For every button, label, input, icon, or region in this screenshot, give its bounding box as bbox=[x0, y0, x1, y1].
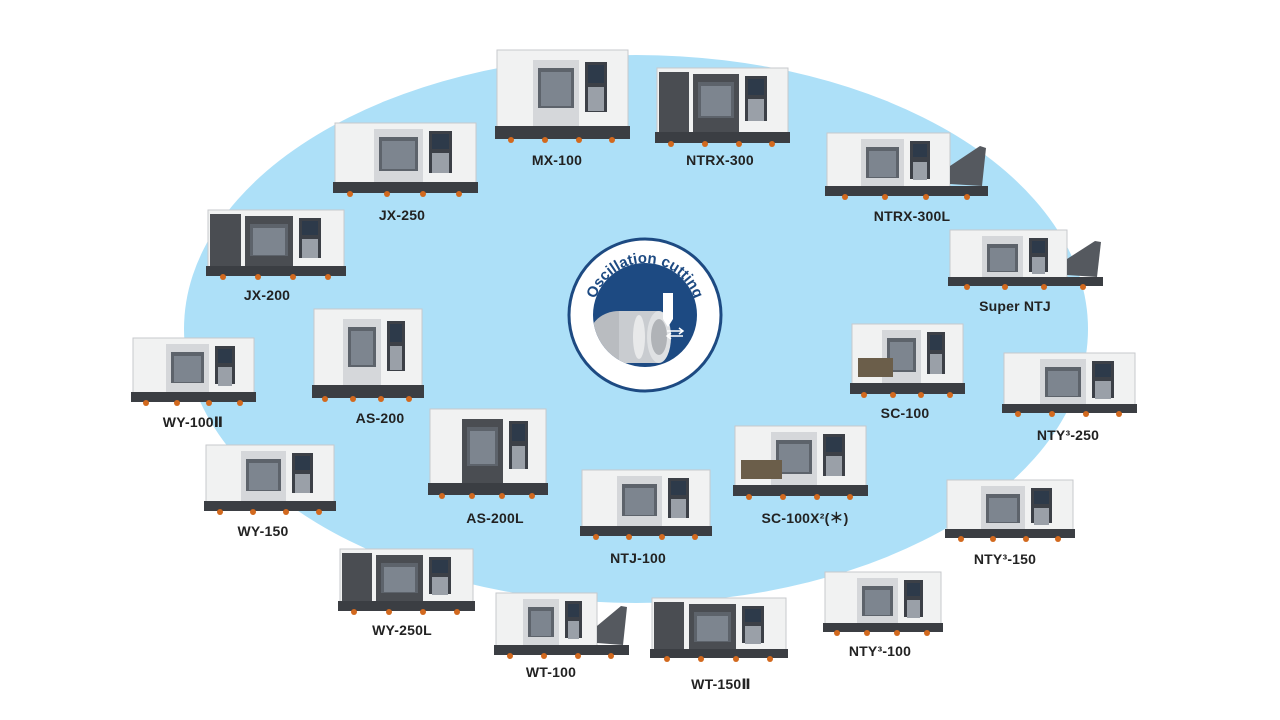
cnc-lathe-icon bbox=[338, 541, 475, 615]
machine-wy-100-ii bbox=[131, 330, 256, 406]
machine-sc-100x2 bbox=[733, 418, 868, 500]
cnc-lathe-icon bbox=[312, 305, 424, 402]
cnc-lathe-icon bbox=[206, 202, 346, 280]
cnc-lathe-icon bbox=[733, 418, 868, 500]
cnc-lathe-icon bbox=[494, 585, 629, 659]
machine-wt-150-ii bbox=[650, 590, 788, 662]
machine-wy-150 bbox=[204, 437, 336, 515]
machine-label: WT-150Ⅱ bbox=[691, 676, 751, 692]
machine-ntrx-300l bbox=[825, 125, 988, 200]
cnc-lathe-icon bbox=[945, 472, 1075, 542]
machine-nty3-250 bbox=[1002, 345, 1137, 417]
cnc-lathe-icon bbox=[655, 60, 790, 147]
cnc-lathe-icon bbox=[1002, 345, 1137, 417]
machine-ntj-100 bbox=[580, 462, 712, 540]
machine-label: SC-100X²(＊) bbox=[761, 510, 849, 526]
machine-wt-100 bbox=[494, 585, 629, 659]
cnc-lathe-icon bbox=[948, 222, 1103, 290]
machine-label: NTRX-300 bbox=[686, 152, 754, 168]
cnc-lathe-icon bbox=[580, 462, 712, 540]
machine-label: JX-200 bbox=[243, 287, 291, 303]
cnc-lathe-icon bbox=[333, 115, 478, 197]
machine-jx-200 bbox=[206, 202, 346, 280]
machine-nty3-100 bbox=[823, 564, 943, 636]
cnc-lathe-icon bbox=[825, 125, 988, 200]
machine-as-200 bbox=[312, 305, 424, 402]
cnc-lathe-icon bbox=[131, 330, 256, 406]
machine-sc-100 bbox=[850, 316, 965, 398]
machine-super-ntj bbox=[948, 222, 1103, 290]
oscillation-cutting-badge: Oscillation cutting bbox=[567, 237, 723, 393]
cnc-lathe-icon bbox=[204, 437, 336, 515]
cnc-lathe-icon bbox=[428, 405, 548, 499]
machine-label: AS-200L bbox=[466, 510, 524, 526]
machine-label: NTY³-150 bbox=[973, 551, 1037, 567]
machine-wy-250l bbox=[338, 541, 475, 615]
machine-label: AS-200 bbox=[355, 410, 405, 426]
cnc-lathe-icon bbox=[823, 564, 943, 636]
machine-label: SC-100 bbox=[880, 405, 930, 421]
machine-as-200l bbox=[428, 405, 548, 499]
machine-nty3-150 bbox=[945, 472, 1075, 542]
machine-label: NTJ-100 bbox=[610, 550, 666, 566]
cnc-lathe-icon bbox=[850, 316, 965, 398]
machine-label: WY-250L bbox=[372, 622, 432, 638]
machine-label: WY-150 bbox=[237, 523, 289, 539]
machine-label: MX-100 bbox=[531, 152, 583, 168]
machine-label: NTY³-250 bbox=[1036, 427, 1100, 443]
cnc-lathe-icon bbox=[650, 590, 788, 662]
cnc-lathe-icon bbox=[495, 46, 630, 143]
machine-label: JX-250 bbox=[378, 207, 426, 223]
machine-jx-250 bbox=[333, 115, 478, 197]
machine-mx-100 bbox=[495, 46, 630, 143]
machine-ntrx-300 bbox=[655, 60, 790, 147]
machine-label: NTRX-300L bbox=[873, 208, 951, 224]
machine-label: WY-100Ⅱ bbox=[162, 414, 224, 430]
machine-label: Super NTJ bbox=[979, 298, 1051, 314]
lathe-oscillation-icon: Oscillation cutting bbox=[567, 237, 723, 393]
machine-label: NTY³-100 bbox=[848, 643, 912, 659]
machine-label: WT-100 bbox=[525, 664, 577, 680]
